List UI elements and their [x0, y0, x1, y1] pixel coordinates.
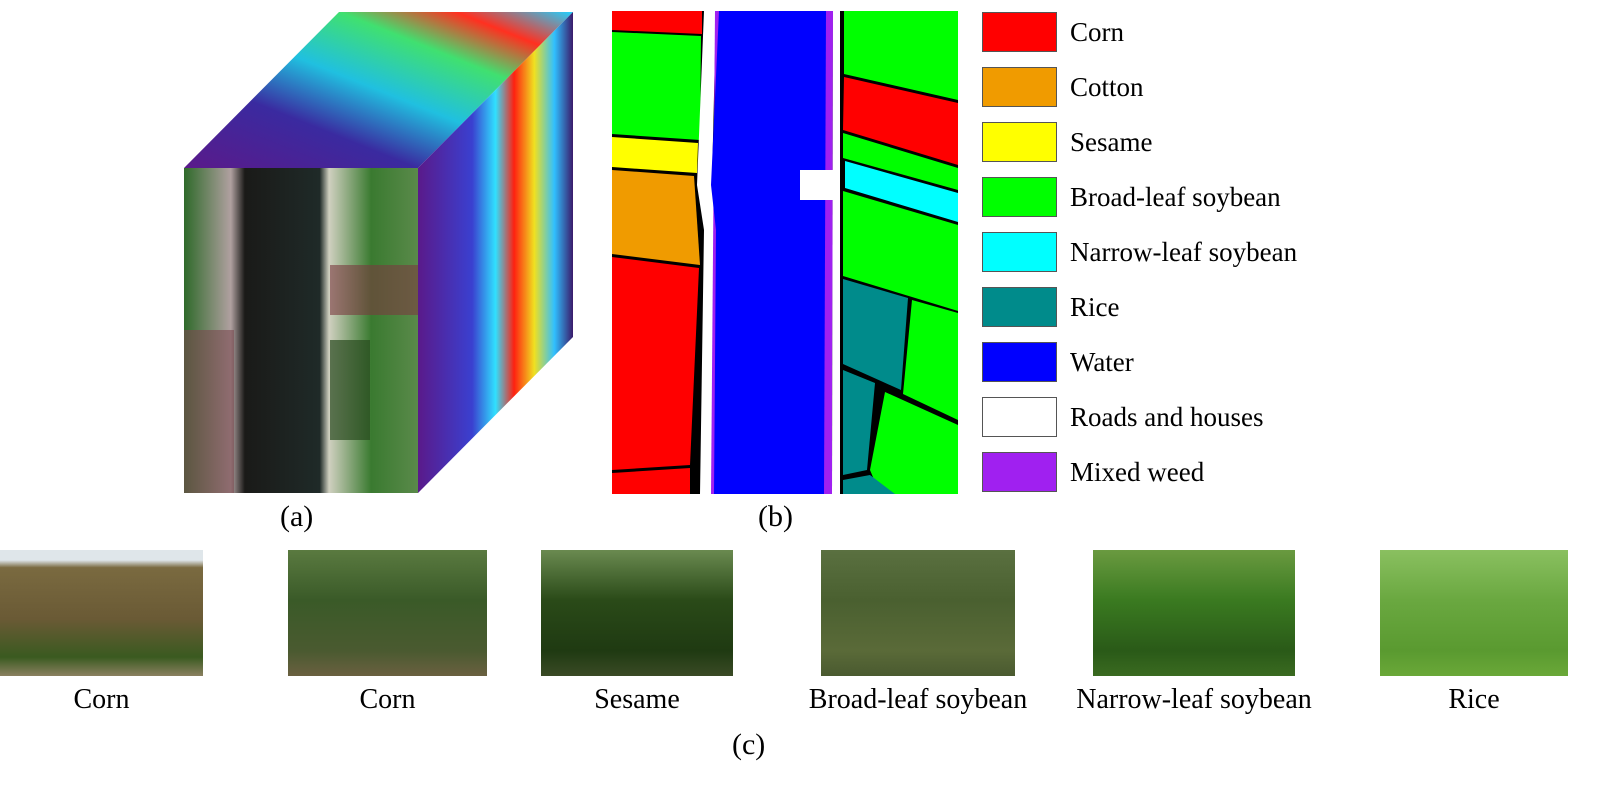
legend-swatch-roads-and-houses — [982, 397, 1057, 437]
legend-swatch-mixed-weed — [982, 452, 1057, 492]
legend-swatch-narrow-leaf-soybean — [982, 232, 1057, 272]
photo-label: Corn — [73, 684, 130, 715]
legend-label: Roads and houses — [1070, 402, 1264, 432]
photo-narrow-leaf-soybean — [1093, 550, 1295, 676]
photo-label: Rice — [1448, 684, 1500, 715]
photo-rice — [1380, 550, 1568, 676]
legend-swatch-corn — [982, 12, 1057, 52]
region-broad-leaf-soybean — [843, 133, 958, 190]
photo-label: Corn — [359, 684, 416, 715]
region-rice — [843, 279, 908, 390]
field-patch — [330, 340, 370, 440]
legend-label: Rice — [1070, 292, 1120, 322]
legend-swatch-cotton — [982, 67, 1057, 107]
region-cotton — [612, 170, 700, 265]
region-broad-leaf-soybean — [612, 32, 701, 140]
photo-corn — [0, 550, 203, 676]
photo-label: Broad-leaf soybean — [808, 684, 1028, 715]
legend-swatch-broad-leaf-soybean — [982, 177, 1057, 217]
legend-swatch-water — [982, 342, 1057, 382]
legend-label: Broad-leaf soybean — [1070, 182, 1281, 212]
caption-b: (b) — [758, 500, 793, 533]
region-corn — [843, 77, 958, 165]
cube-right-face — [418, 12, 573, 493]
region-road — [832, 11, 840, 494]
caption-a: (a) — [280, 500, 314, 533]
legend-label: Corn — [1070, 17, 1124, 47]
legend-swatch-rice — [982, 287, 1057, 327]
photo-sesame — [541, 550, 733, 676]
region-broad-leaf-soybean — [844, 11, 958, 100]
region-narrow-leaf-soybean — [845, 161, 958, 222]
region-corn — [612, 11, 702, 34]
region-house — [800, 170, 840, 200]
legend-label: Narrow-leaf soybean — [1070, 237, 1298, 267]
photo-label: Sesame — [594, 684, 680, 715]
ground-truth-map — [612, 11, 958, 494]
cube-top-face — [184, 12, 573, 168]
legend-label: Mixed weed — [1070, 457, 1205, 487]
region-mixed-weed — [824, 11, 833, 494]
photo-corn — [288, 550, 487, 676]
legend-label: Water — [1070, 347, 1134, 377]
region-corn — [612, 468, 690, 494]
region-sesame — [612, 137, 698, 173]
legend-label: Sesame — [1070, 127, 1153, 157]
hyperspectral-cube — [184, 12, 573, 493]
caption-c: (c) — [732, 728, 766, 761]
region-rice — [843, 475, 895, 494]
region-corn — [612, 257, 699, 470]
photo-broad-leaf-soybean — [821, 550, 1015, 676]
field-patch — [184, 330, 234, 493]
region-water — [711, 11, 826, 494]
region-broad-leaf-soybean — [870, 392, 958, 494]
region-rice — [843, 370, 875, 475]
photo-label: Narrow-leaf soybean — [1076, 684, 1312, 715]
region-broad-leaf-soybean — [903, 300, 958, 420]
legend-label: Cotton — [1070, 72, 1144, 102]
legend-swatch-sesame — [982, 122, 1057, 162]
region-broad-leaf-soybean — [843, 191, 958, 311]
field-patch — [330, 265, 418, 315]
